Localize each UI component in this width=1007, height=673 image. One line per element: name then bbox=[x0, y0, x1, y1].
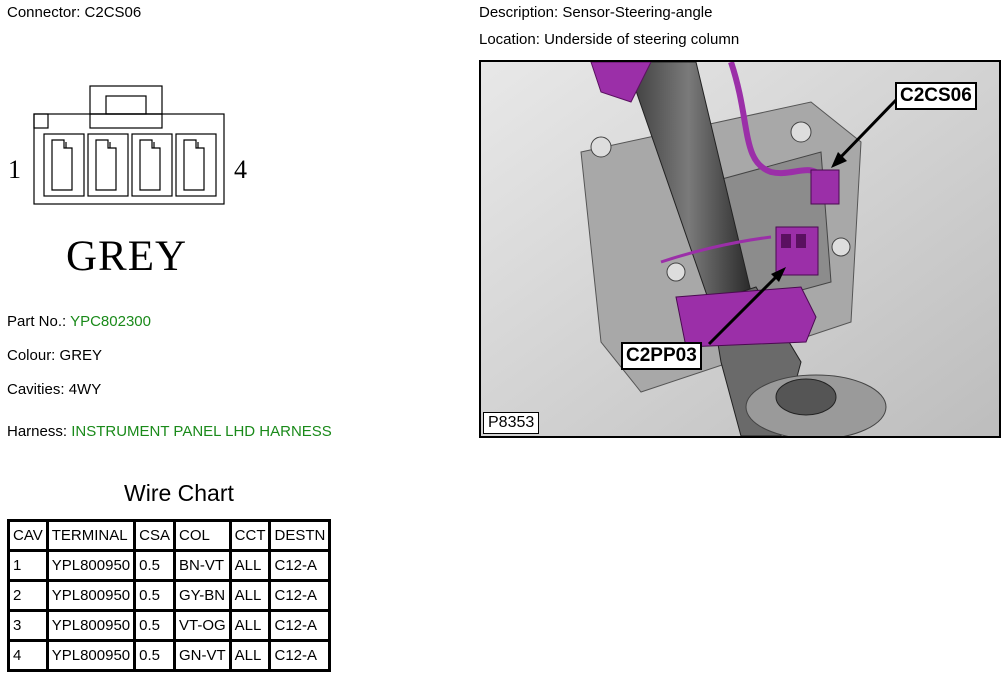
colour-label: Colour: bbox=[7, 347, 56, 364]
description-value: Sensor-Steering-angle bbox=[562, 4, 713, 21]
cell-csa: 0.5 bbox=[133, 579, 176, 612]
pin-1-label: 1 bbox=[8, 155, 21, 184]
table-header-row: CAV TERMINAL CSA COL CCT DESTN bbox=[7, 519, 332, 552]
cell-terminal: YPL800950 bbox=[45, 579, 137, 612]
harness-link[interactable]: INSTRUMENT PANEL LHD HARNESS bbox=[71, 423, 332, 440]
table-row: 2 YPL800950 0.5 GY-BN ALL C12-A bbox=[7, 579, 332, 612]
connector-colour-text: GREY bbox=[66, 233, 188, 280]
cavities-value: 4WY bbox=[68, 381, 102, 398]
location-line: Location: Underside of steering column bbox=[479, 31, 739, 48]
part-number-label: Part No.: bbox=[7, 313, 67, 330]
cell-col: BN-VT bbox=[172, 549, 232, 582]
table-row: 4 YPL800950 0.5 GN-VT ALL C12-A bbox=[7, 639, 332, 672]
cavities-label: Cavities: bbox=[7, 381, 65, 398]
table-row: 1 YPL800950 0.5 BN-VT ALL C12-A bbox=[7, 549, 332, 582]
cell-cct: ALL bbox=[228, 609, 272, 642]
cell-col: VT-OG bbox=[172, 609, 232, 642]
cell-col: GY-BN bbox=[172, 579, 232, 612]
cell-destn: C12-A bbox=[268, 579, 332, 612]
description-line: Description: Sensor-Steering-angle bbox=[479, 4, 712, 21]
part-number-line: Part No.: YPC802300 bbox=[7, 313, 151, 330]
header-destn: DESTN bbox=[268, 519, 332, 552]
wire-chart-table: CAV TERMINAL CSA COL CCT DESTN 1 YPL8009… bbox=[7, 519, 332, 672]
harness-line: Harness: INSTRUMENT PANEL LHD HARNESS bbox=[7, 423, 332, 440]
cell-destn: C12-A bbox=[268, 639, 332, 672]
harness-label: Harness: bbox=[7, 423, 68, 440]
connector-line: Connector: C2CS06 bbox=[7, 4, 141, 21]
cell-csa: 0.5 bbox=[133, 609, 176, 642]
cell-cct: ALL bbox=[228, 549, 272, 582]
cell-csa: 0.5 bbox=[133, 549, 176, 582]
location-value: Underside of steering column bbox=[544, 31, 740, 48]
table-row: 3 YPL800950 0.5 VT-OG ALL C12-A bbox=[7, 609, 332, 642]
colour-value: GREY bbox=[59, 347, 103, 364]
cell-terminal: YPL800950 bbox=[45, 609, 137, 642]
connector-value: C2CS06 bbox=[84, 4, 142, 21]
cell-cav: 3 bbox=[7, 609, 49, 642]
cell-cav: 4 bbox=[7, 639, 49, 672]
location-label: Location: bbox=[479, 31, 540, 48]
photo-id-label: P8353 bbox=[483, 412, 540, 434]
steering-column-illustration bbox=[481, 62, 999, 436]
callout-c2pp03: C2PP03 bbox=[621, 342, 702, 370]
cavities-line: Cavities: 4WY bbox=[7, 381, 101, 398]
cell-cct: ALL bbox=[228, 639, 272, 672]
description-label: Description: bbox=[479, 4, 559, 21]
cell-cav: 2 bbox=[7, 579, 49, 612]
part-number-link[interactable]: YPC802300 bbox=[70, 313, 151, 330]
connector-face-diagram: 1 4 bbox=[8, 85, 247, 205]
header-col: COL bbox=[172, 519, 232, 552]
cell-destn: C12-A bbox=[268, 609, 332, 642]
cell-col: GN-VT bbox=[172, 639, 232, 672]
colour-line: Colour: GREY bbox=[7, 347, 102, 364]
header-cct: CCT bbox=[228, 519, 272, 552]
cell-cav: 1 bbox=[7, 549, 49, 582]
header-cav: CAV bbox=[7, 519, 49, 552]
cell-terminal: YPL800950 bbox=[45, 549, 137, 582]
location-photo: C2CS06 C2PP03 P8353 bbox=[479, 60, 1001, 438]
cell-terminal: YPL800950 bbox=[45, 639, 137, 672]
connector-label: Connector: bbox=[7, 4, 81, 21]
cell-cct: ALL bbox=[228, 579, 272, 612]
cell-csa: 0.5 bbox=[133, 639, 176, 672]
header-csa: CSA bbox=[133, 519, 176, 552]
callout-c2cs06: C2CS06 bbox=[895, 82, 977, 110]
cell-destn: C12-A bbox=[268, 549, 332, 582]
wire-chart-title: Wire Chart bbox=[124, 480, 234, 506]
header-terminal: TERMINAL bbox=[45, 519, 137, 552]
pin-4-label: 4 bbox=[234, 155, 247, 184]
